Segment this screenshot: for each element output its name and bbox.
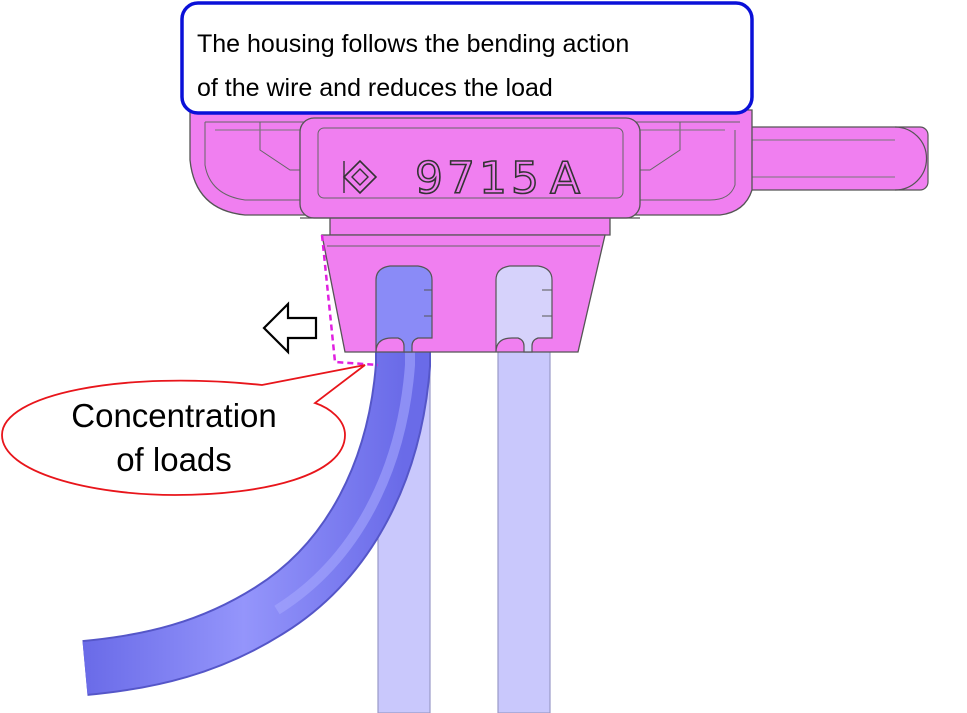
bent-wire — [82, 345, 431, 696]
straight-wire-right — [497, 299, 551, 713]
diamond-logo-icon — [342, 159, 378, 195]
connector-housing — [189, 109, 929, 353]
explanation-callout: The housing follows the bending action o… — [180, 1, 754, 115]
deformation-dashed-outline — [320, 234, 379, 367]
stamp-code: 9715 — [415, 153, 543, 204]
callout-line-2: of the wire and reduces the load — [197, 74, 553, 102]
stamp-letter: A — [550, 153, 584, 204]
bubble-line-1: Concentration — [71, 397, 276, 434]
concentration-bubble: Concentration of loads — [1, 364, 366, 496]
callout-line-1: The housing follows the bending action — [197, 30, 629, 58]
bubble-line-2: of loads — [116, 441, 232, 478]
left-arrow-icon — [262, 301, 318, 355]
